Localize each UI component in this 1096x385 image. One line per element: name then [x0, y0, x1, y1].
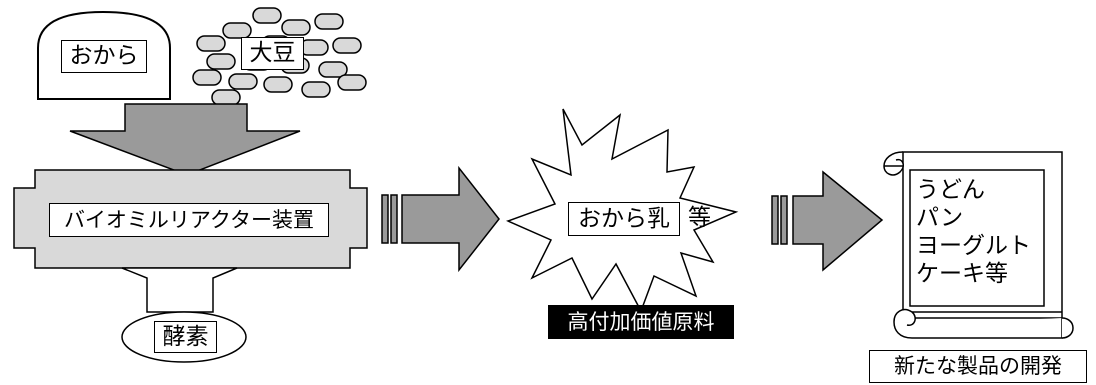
- product-item: ヨーグルト: [916, 233, 1031, 259]
- products-caption: 新たな製品の開発: [869, 350, 1087, 383]
- reactor-label: バイオミルリアクター装置: [49, 203, 329, 237]
- etc-label: 等: [688, 205, 711, 231]
- okara-milk-label: おから乳: [568, 202, 680, 236]
- okara-label: おから: [61, 40, 147, 73]
- soybean-label: 大豆: [241, 37, 304, 70]
- enzyme-up-arrow: [121, 267, 238, 313]
- product-item: うどん: [916, 177, 985, 203]
- value-added-label: 高付加価値原料: [548, 305, 734, 339]
- arrow-to-intermediate: [381, 165, 500, 273]
- product-list-frame: [909, 169, 1045, 307]
- input-down-arrow: [69, 103, 301, 176]
- product-item: ケーキ等: [916, 261, 1008, 287]
- arrow-to-products: [771, 170, 884, 272]
- enzyme-label: 酵素: [154, 321, 217, 353]
- product-list: うどん パン ヨーグルト ケーキ等: [916, 176, 1042, 288]
- product-item: パン: [916, 205, 964, 231]
